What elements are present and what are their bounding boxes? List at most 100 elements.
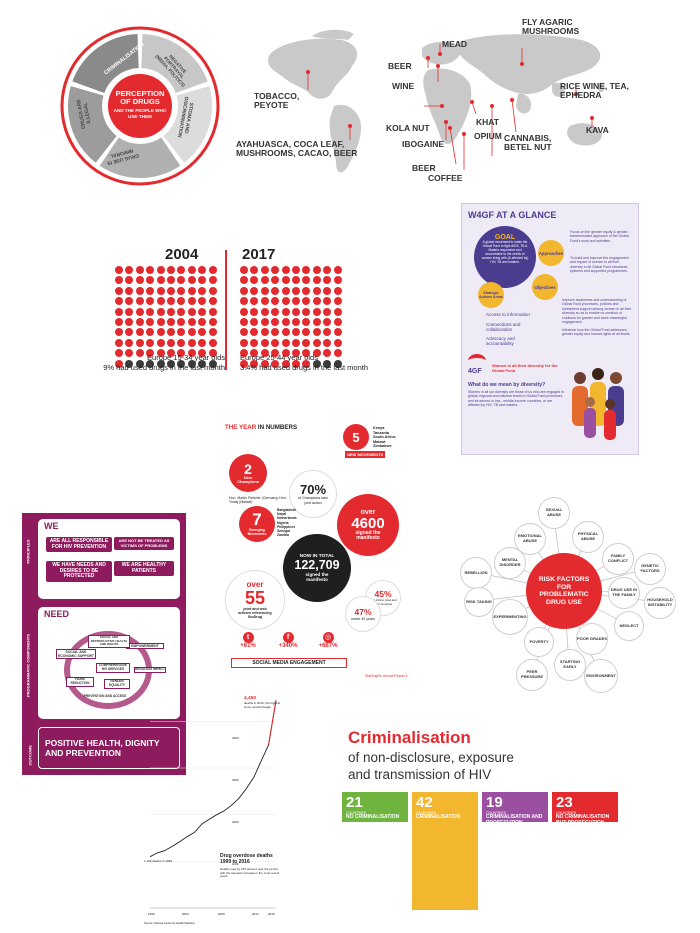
- person-dot: [208, 317, 217, 326]
- person-dot: [271, 286, 280, 295]
- person-dot: [177, 297, 186, 306]
- person-dot: [156, 359, 165, 368]
- cycle-item: SOCIAL AND ECONOMIC SUPPORT: [56, 649, 96, 659]
- person-dot: [125, 349, 134, 358]
- map-label: KAVA: [586, 125, 609, 135]
- cycle-item: EMPOWERMENT: [126, 643, 164, 649]
- map-label: AYAHUASCA, COCA LEAF, MUSHROOMS, CACAO, …: [236, 139, 358, 158]
- person-dot: [166, 266, 175, 274]
- person-dot: [291, 276, 300, 285]
- person-dot: [312, 297, 321, 306]
- person-dot: [260, 276, 269, 285]
- action-item: Connections and collaboration: [486, 322, 521, 332]
- stat-number: 70%: [299, 482, 327, 498]
- person-dot: [115, 328, 123, 337]
- objectives-label: Objectives: [534, 284, 556, 290]
- person-dot: [177, 349, 186, 358]
- person-dot: [177, 286, 186, 295]
- person-dot: [260, 297, 269, 306]
- person-dot: [260, 359, 269, 368]
- goal-text: A global movement to make the Global Fun…: [481, 240, 529, 264]
- map-label: OPIUM: [474, 131, 502, 141]
- title-part: IN NUMBERS: [257, 424, 298, 431]
- total-circle: NOW IN TOTAL 122,709 signed the manifest…: [283, 534, 351, 602]
- risk-factor: ENVIRONMENT: [584, 659, 618, 693]
- approach-text: To build and improve the engagement and …: [570, 256, 629, 274]
- person-dot: [125, 359, 134, 368]
- peak-segment: [268, 700, 277, 745]
- person-dot: [302, 276, 311, 285]
- person-dot: [208, 307, 217, 316]
- over4600-circle: over 4600 signed the manifesto: [337, 494, 399, 556]
- cycle-item: REDUCING IMPACT: [134, 667, 166, 673]
- stat-pre: over: [360, 508, 376, 516]
- approaches-badge: Approaches: [538, 240, 564, 266]
- map-label: BEER: [412, 163, 436, 173]
- list-item: Kenya: [373, 426, 385, 430]
- goal-title: GOAL: [494, 234, 516, 241]
- person-dot: [135, 338, 144, 347]
- emerging-list: Bangladesh Nepal Netherlands Nigeria Phi…: [277, 508, 297, 537]
- social-value: +61%: [240, 643, 256, 649]
- person-dot: [198, 307, 207, 316]
- peak-value: 4,450: [244, 696, 257, 701]
- social-item: ◎ +687%: [311, 632, 345, 649]
- person-dot: [115, 338, 123, 347]
- person-dot: [146, 286, 155, 295]
- person-dot: [198, 328, 207, 337]
- wheel-segment: [163, 86, 213, 163]
- stat-number: 5: [352, 429, 360, 445]
- social-item: t +61%: [231, 632, 265, 649]
- risk-factor: PEER PRESSURE: [516, 659, 548, 691]
- risk-center-label: RISK FACTORS FOR PROBLEMATIC DRUG USE: [538, 576, 590, 606]
- we-item: ARE ALL RESPONSIBLE FOR HIV PREVENTION: [46, 537, 112, 552]
- person-dot: [166, 286, 175, 295]
- cycle-item: HARM REDUCTION: [66, 677, 94, 687]
- dot-grid: [115, 266, 217, 368]
- person-dot: [323, 317, 332, 326]
- person-dot: [125, 338, 134, 347]
- person-dot: [271, 266, 280, 274]
- person-dot: [177, 328, 186, 337]
- person-dot: [333, 276, 342, 285]
- person-dot: [198, 317, 207, 326]
- stat-number: 45%: [374, 589, 392, 599]
- social-value: +340%: [278, 643, 298, 649]
- wheel-segment: [68, 86, 117, 163]
- map-label: KHAT: [476, 117, 499, 127]
- person-dot: [333, 266, 342, 274]
- logo-subtitle: Women in all their diversity for the Glo…: [492, 363, 558, 373]
- person-dot: [312, 359, 321, 368]
- person-dot: [323, 359, 332, 368]
- person-dot: [115, 349, 123, 358]
- person-dot: [333, 328, 342, 337]
- xtick-label: 2009: [218, 912, 225, 916]
- person-dot: [187, 317, 196, 326]
- stat-label: New Champions: [237, 474, 259, 484]
- xtick-label: 2016: [268, 912, 275, 916]
- side-label: PROGRAMMATIC COMPONENTS: [25, 633, 31, 698]
- map-label: KOLA NUT: [386, 123, 430, 133]
- person-dot: [208, 286, 217, 295]
- person-dot: [115, 359, 123, 368]
- person-dot: [260, 317, 269, 326]
- person-dot: [125, 276, 134, 285]
- crim-subtitle: of non-disclosure, exposure: [348, 750, 514, 765]
- list-item: Malawi: [373, 439, 386, 444]
- stat-number: 47%: [354, 606, 372, 617]
- risk-factor: HOUSEHOLD INSTABILITY: [644, 587, 676, 619]
- dot-chart-caption: 3.4% had used drugs in the last month: [240, 363, 368, 372]
- risk-factors: RISK FACTORS FOR PROBLEMATIC DRUG USE SE…: [458, 493, 680, 693]
- we-item: WE HAVE NEEDS AND DESIRES TO BE PROTECTE…: [46, 561, 112, 582]
- person-dot: [260, 266, 269, 274]
- person-dot: [135, 349, 144, 358]
- dot-chart-caption: Europe 25-44 year olds: [240, 353, 318, 362]
- diversity-question: What do we mean by diversity?: [468, 382, 546, 388]
- person-dot: [281, 286, 290, 295]
- diversity-text: Women in all our diversity are those of …: [468, 390, 564, 408]
- stat-label: NEW movements: [345, 451, 386, 458]
- cycle-item: PREVENTION AND ACCESS: [83, 694, 127, 698]
- person-dot: [115, 307, 123, 316]
- person-dot: [250, 328, 259, 337]
- person-dot: [208, 328, 217, 337]
